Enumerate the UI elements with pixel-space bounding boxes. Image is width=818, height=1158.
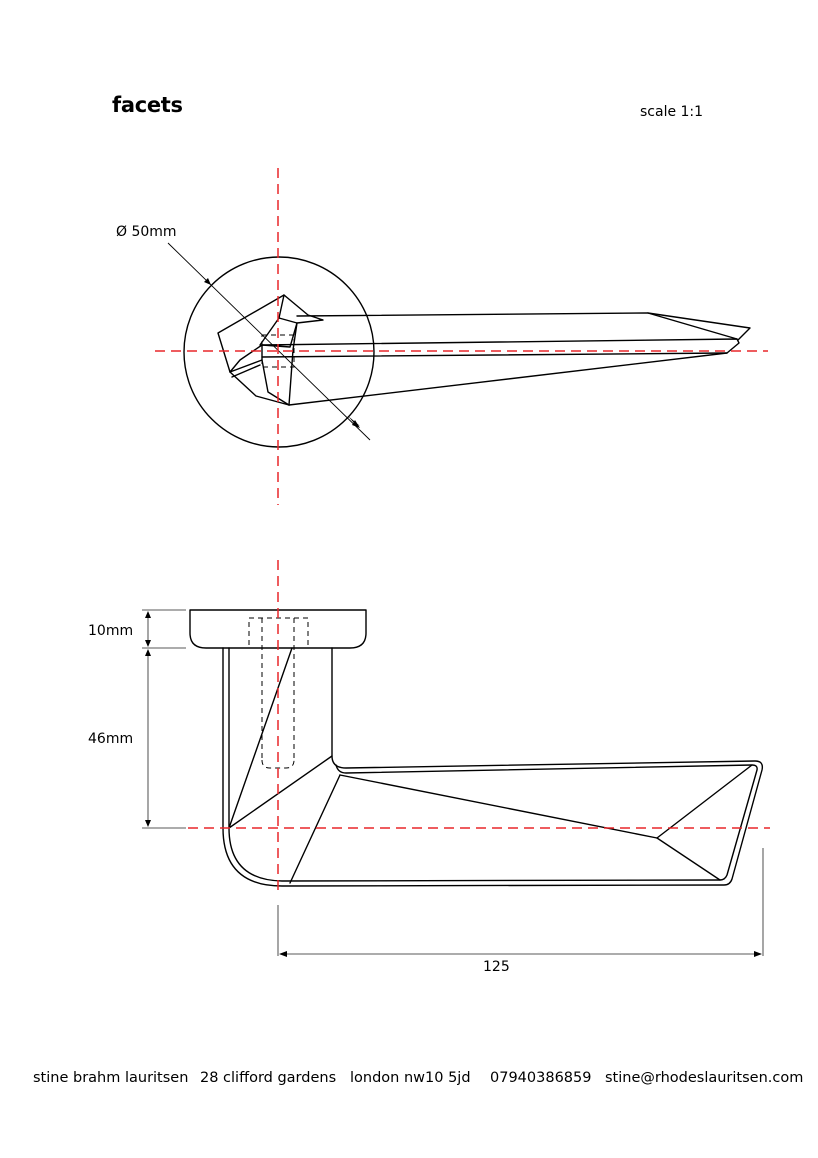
side-view [142,560,770,957]
neck-height-label: 46mm [88,731,134,747]
dimension-10mm [142,609,186,649]
lever-body-side [222,647,764,887]
rose-plate [189,609,367,649]
top-view [155,168,768,505]
drawing-title: facets [112,93,183,117]
rose-circle [183,256,375,448]
footer-street: 28 clifford gardens [200,1070,337,1086]
footer-email: stine@rhodeslauritsen.com [605,1070,804,1086]
dimension-125 [277,848,764,957]
scale-label: scale 1:1 [640,104,704,120]
hub-facets [217,294,324,406]
rose-height-label: 10mm [88,623,134,639]
diameter-label: Ø 50mm [116,224,177,240]
footer-name: stine brahm lauritsen [33,1070,189,1086]
lever-arm-top [261,312,751,406]
dimension-46mm [142,649,186,829]
spindle-hidden [261,334,295,368]
footer-city: london nw10 5jd [350,1070,471,1086]
footer-phone: 07940386859 [490,1070,592,1086]
length-label: 125 [483,959,510,975]
diameter-leader [167,242,371,441]
